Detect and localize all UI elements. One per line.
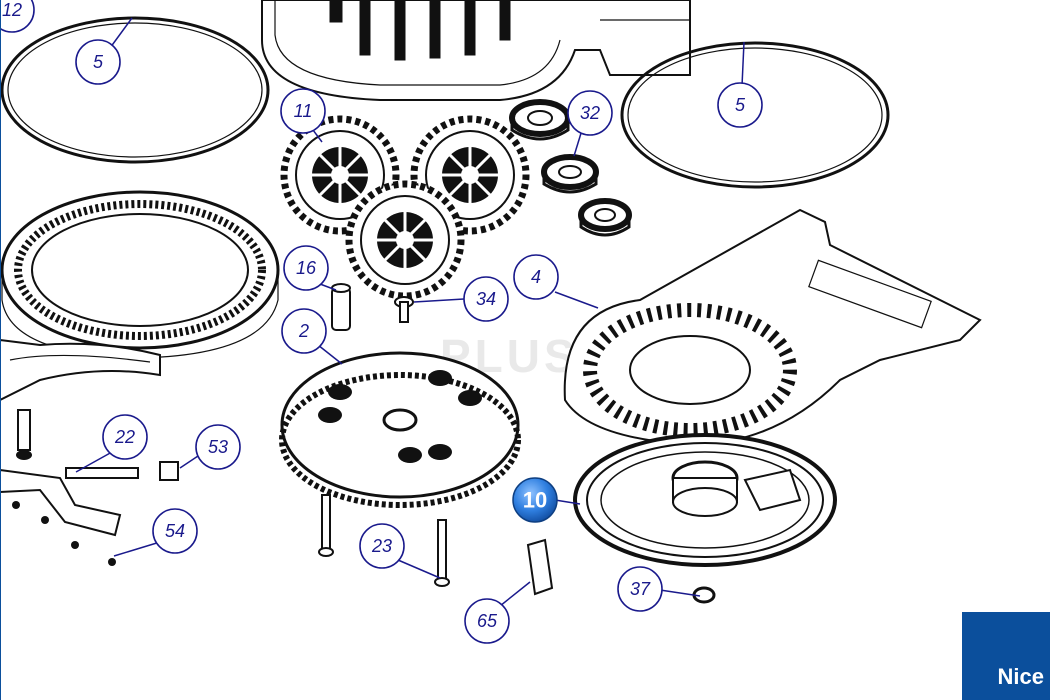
svg-text:37: 37 [630,579,651,599]
svg-text:16: 16 [296,258,317,278]
lever-arm [0,338,161,402]
spacer-pin [331,283,351,331]
svg-text:32: 32 [580,103,600,123]
callout-65: 65 [464,598,510,644]
planet-gears [280,115,530,300]
callout-2: 2 [281,308,327,354]
callout-54: 54 [152,508,198,554]
svg-text:5: 5 [735,95,746,115]
encoder-plate [563,208,982,447]
svg-text:53: 53 [208,437,228,457]
callout-16: 16 [283,245,329,291]
svg-text:22: 22 [114,427,135,447]
brand-logo-box [962,612,1050,700]
callout-5-right: 5 [717,82,763,128]
callout-37: 37 [617,566,663,612]
svg-text:2: 2 [298,321,309,341]
callout-23: 23 [359,523,405,569]
magnet-block [526,538,554,596]
callout-22: 22 [102,414,148,460]
callout-12: 12 [0,0,35,33]
svg-text:34: 34 [476,289,496,309]
svg-text:54: 54 [165,521,185,541]
svg-text:4: 4 [531,267,541,287]
callout-34: 34 [463,276,509,322]
callout-4: 4 [513,254,559,300]
svg-text:65: 65 [477,611,498,631]
svg-text:23: 23 [371,536,392,556]
callout-53: 53 [195,424,241,470]
o-ring-left [0,16,270,164]
o-ring-right [620,41,890,189]
svg-text:12: 12 [2,0,22,20]
svg-text:10: 10 [523,488,547,513]
small-parts-left [0,409,179,566]
callout-5-left: 5 [75,39,121,85]
brand-logo-text: Nice [997,664,1044,689]
callout-10-highlight[interactable]: 10 [512,477,558,523]
svg-text:5: 5 [93,52,104,72]
motor-housing [261,0,691,101]
screw-34 [394,296,414,323]
ring-gear [0,190,280,359]
callout-32: 32 [567,90,613,136]
callout-11: 11 [280,88,326,134]
encoder-disc [573,433,837,567]
svg-text:11: 11 [294,101,313,121]
leader-lines [75,17,745,607]
carrier-plate [279,351,521,508]
long-screws [318,494,450,587]
